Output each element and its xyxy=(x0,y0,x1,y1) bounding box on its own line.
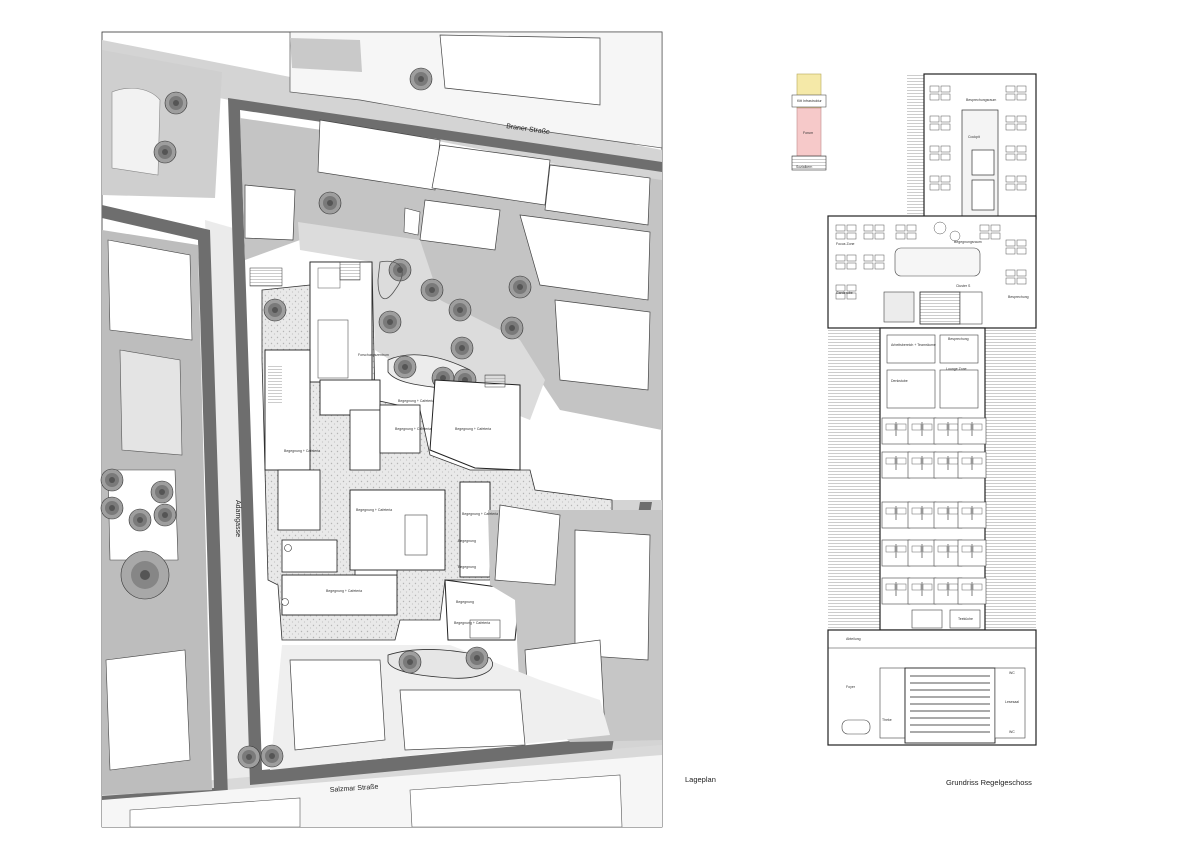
site-room-label: Begegnung + Cafeteria xyxy=(462,512,498,516)
room-label: Besprechung xyxy=(1008,295,1029,299)
plan-central-bar xyxy=(828,327,1036,631)
plan-head xyxy=(827,215,1037,329)
legend-label-infrastructure: Kitt Infrastruktur xyxy=(797,99,823,103)
room-label: Abteilung xyxy=(846,637,861,641)
site-plan-caption: Lageplan xyxy=(685,775,716,784)
room-label: Lounge Zone xyxy=(946,367,967,371)
site-room-label: Begegnung + Cafeteria xyxy=(356,508,392,512)
room-label: Denkstube xyxy=(891,379,908,383)
floor-plan: Kitt Infrastruktur Forum Sozialkern xyxy=(791,73,1037,746)
courtyard xyxy=(298,222,545,420)
site-room-label: Begegnung + Cafeteria xyxy=(455,427,491,431)
room-label: Begegnungsraum xyxy=(954,240,982,244)
room-label: Besprechungsraum xyxy=(966,98,996,102)
site-plan: Braner Straße Adamgasse Salzmar Straße xyxy=(100,31,663,828)
room-label: Arbeitsbereich + Teamräume xyxy=(891,343,936,347)
room-label: Besprechung xyxy=(948,337,969,341)
room-label: Focus Zone xyxy=(836,242,855,246)
street-label-south: Salzmar Straße xyxy=(330,784,379,794)
room-label: Teeküche xyxy=(958,617,973,621)
room-label: Theke xyxy=(882,718,892,722)
site-room-labels: Forschungszentrum Begegnung + Cafeteria … xyxy=(284,353,498,625)
room-label: Cockpit xyxy=(968,135,980,139)
plan-top-wing xyxy=(907,73,1037,221)
site-room-label: Begegnung xyxy=(458,565,476,569)
room-label: Cluster S xyxy=(956,284,971,288)
legend: Kitt Infrastruktur Forum Sozialkern xyxy=(791,73,827,171)
site-room-label: Begegnung + Cafeteria xyxy=(326,589,362,593)
site-room-label: Begegnung + Cafeteria xyxy=(284,449,320,453)
site-room-label: Begegnung + Cafeteria xyxy=(395,427,431,431)
legend-social-core xyxy=(791,155,827,171)
street-label-west: Adamgasse xyxy=(234,500,241,537)
site-room-label: Begegnung + Cafeteria xyxy=(398,399,434,403)
site-room-label: Begegnung xyxy=(456,600,474,604)
room-label: Garderobe xyxy=(836,291,853,295)
main-building xyxy=(249,261,613,641)
legend-label-forum: Forum xyxy=(803,131,813,135)
site-room-label: Begegnung xyxy=(458,539,476,543)
site-room-label: Begegnung + Cafeteria xyxy=(454,621,490,625)
room-label: Lesesaal xyxy=(1005,700,1019,704)
plan-bottom xyxy=(827,629,1037,746)
room-label: WC xyxy=(1009,671,1015,675)
legend-label-social-core: Sozialkern xyxy=(796,165,812,169)
room-labels: Besprechungsraum Cockpit Begegnungsraum … xyxy=(836,98,1029,734)
site-room-label: Forschungszentrum xyxy=(358,353,389,357)
room-label: WC xyxy=(1009,730,1015,734)
floor-plan-caption: Grundriss Regelgeschoss xyxy=(946,778,1032,787)
room-label: Foyer xyxy=(846,685,856,689)
